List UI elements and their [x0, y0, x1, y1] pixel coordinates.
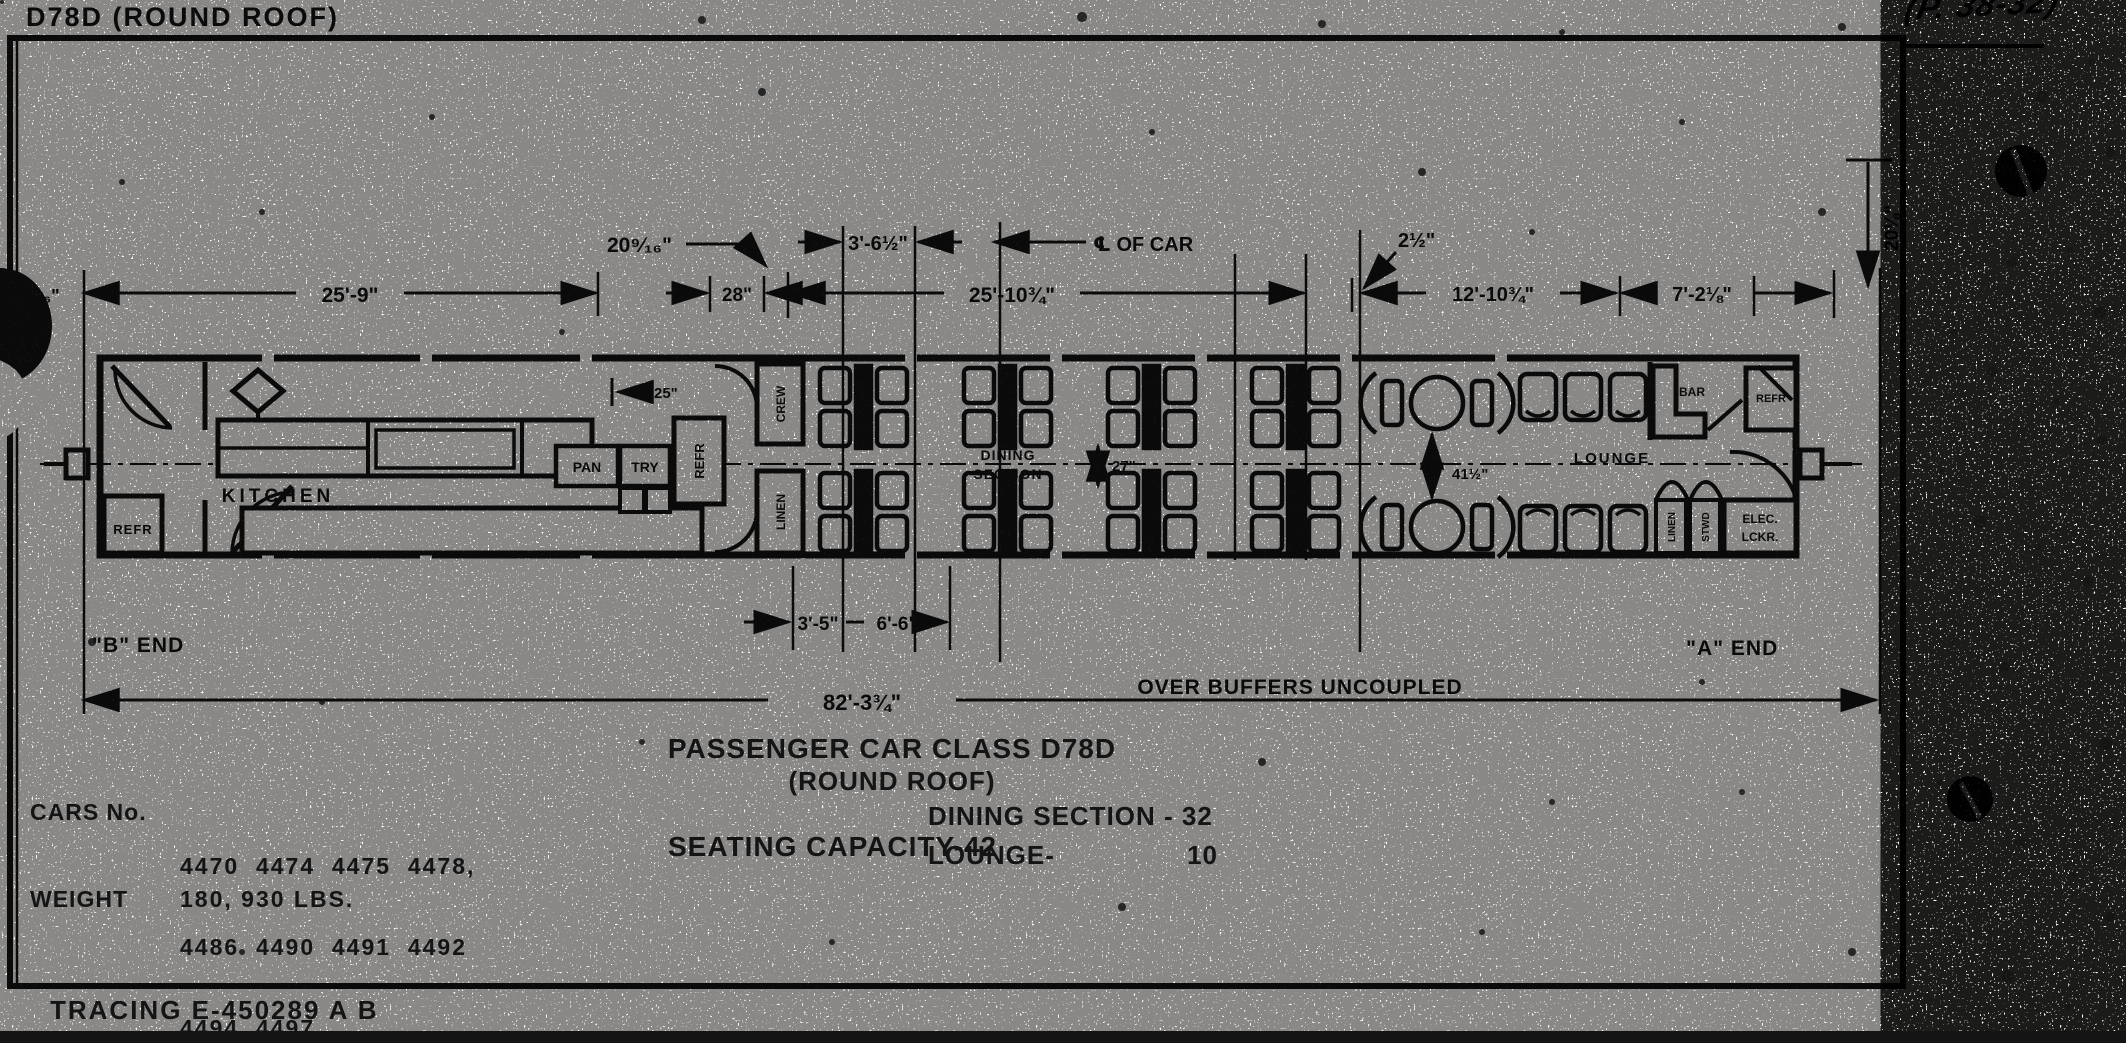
bottom-scan-bar [0, 1031, 2126, 1043]
weight-label: WEIGHT [30, 886, 128, 912]
drawing-title: PASSENGER CAR CLASS D78D [667, 733, 1117, 764]
drawing-subtitle: (ROUND ROOF) [788, 766, 996, 796]
tracing-number: TRACING E-450289 A B [50, 995, 379, 1025]
scan-speckles [0, 0, 4, 4]
seating-capacity: SEATING CAPACITY-42 [668, 831, 998, 862]
lounge-capacity-label: LOUNGE- [928, 840, 1055, 870]
lounge-capacity-value: 10 [1187, 840, 1218, 870]
lounge-capacity: LOUNGE- 10 [928, 840, 1218, 871]
scan-noise-margin [1903, 0, 2126, 1043]
cars-line: 4486 4490 4491 4492 [180, 934, 468, 960]
cars-number-label: CARS No. [30, 799, 147, 825]
cars-line: 4470 4474 4475 4478, [180, 853, 476, 879]
dining-capacity: DINING SECTION - 32 [928, 801, 1213, 831]
weight-value: 180, 930 LBS. [180, 886, 355, 912]
